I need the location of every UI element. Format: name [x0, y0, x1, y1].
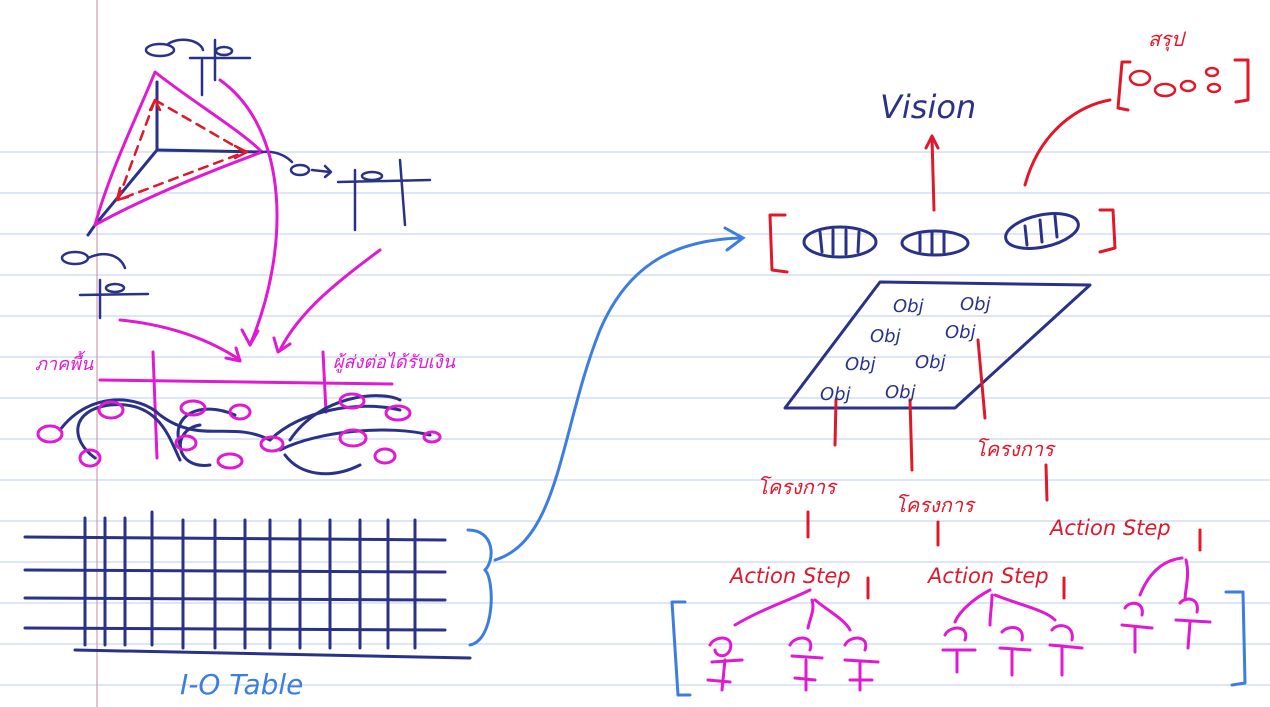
program-label-2: โครงการ: [895, 493, 976, 517]
obj-label: Obj: [893, 296, 924, 317]
program-label-3: โครงการ: [975, 437, 1056, 461]
action-step-label-1: Action Step: [728, 564, 851, 588]
brace-and-connector: [466, 226, 746, 647]
obj-label: Obj: [870, 326, 901, 347]
obj-label: Obj: [915, 352, 946, 373]
vision-label: Vision: [880, 88, 976, 126]
network-loops: [36, 392, 442, 476]
summary-thai-label: สรุป: [1148, 27, 1187, 52]
program-label-1: โครงการ: [757, 475, 838, 499]
obj-label: Obj: [820, 384, 851, 405]
thai-label-left-2: ผู้ส่งต่อได้รับเงิน: [333, 351, 456, 373]
io-table-label: I-O Table: [180, 668, 303, 701]
action-step-label-3: Action Step: [1048, 516, 1171, 540]
thai-label-left-1: ภาคพื้น: [35, 350, 94, 375]
vision-structure: [670, 58, 1250, 697]
obj-label: Obj: [960, 294, 991, 315]
obj-labels: Obj Obj Obj Obj Obj Obj Obj Obj: [820, 294, 991, 405]
obj-label: Obj: [945, 322, 976, 343]
triangle-sketch: [60, 38, 432, 363]
action-step-label-2: Action Step: [926, 564, 1049, 588]
ruled-lines: [0, 151, 1270, 686]
obj-label: Obj: [845, 354, 876, 375]
obj-label: Obj: [885, 382, 916, 403]
io-grid-table: [23, 510, 472, 660]
magenta-table: [98, 350, 394, 460]
